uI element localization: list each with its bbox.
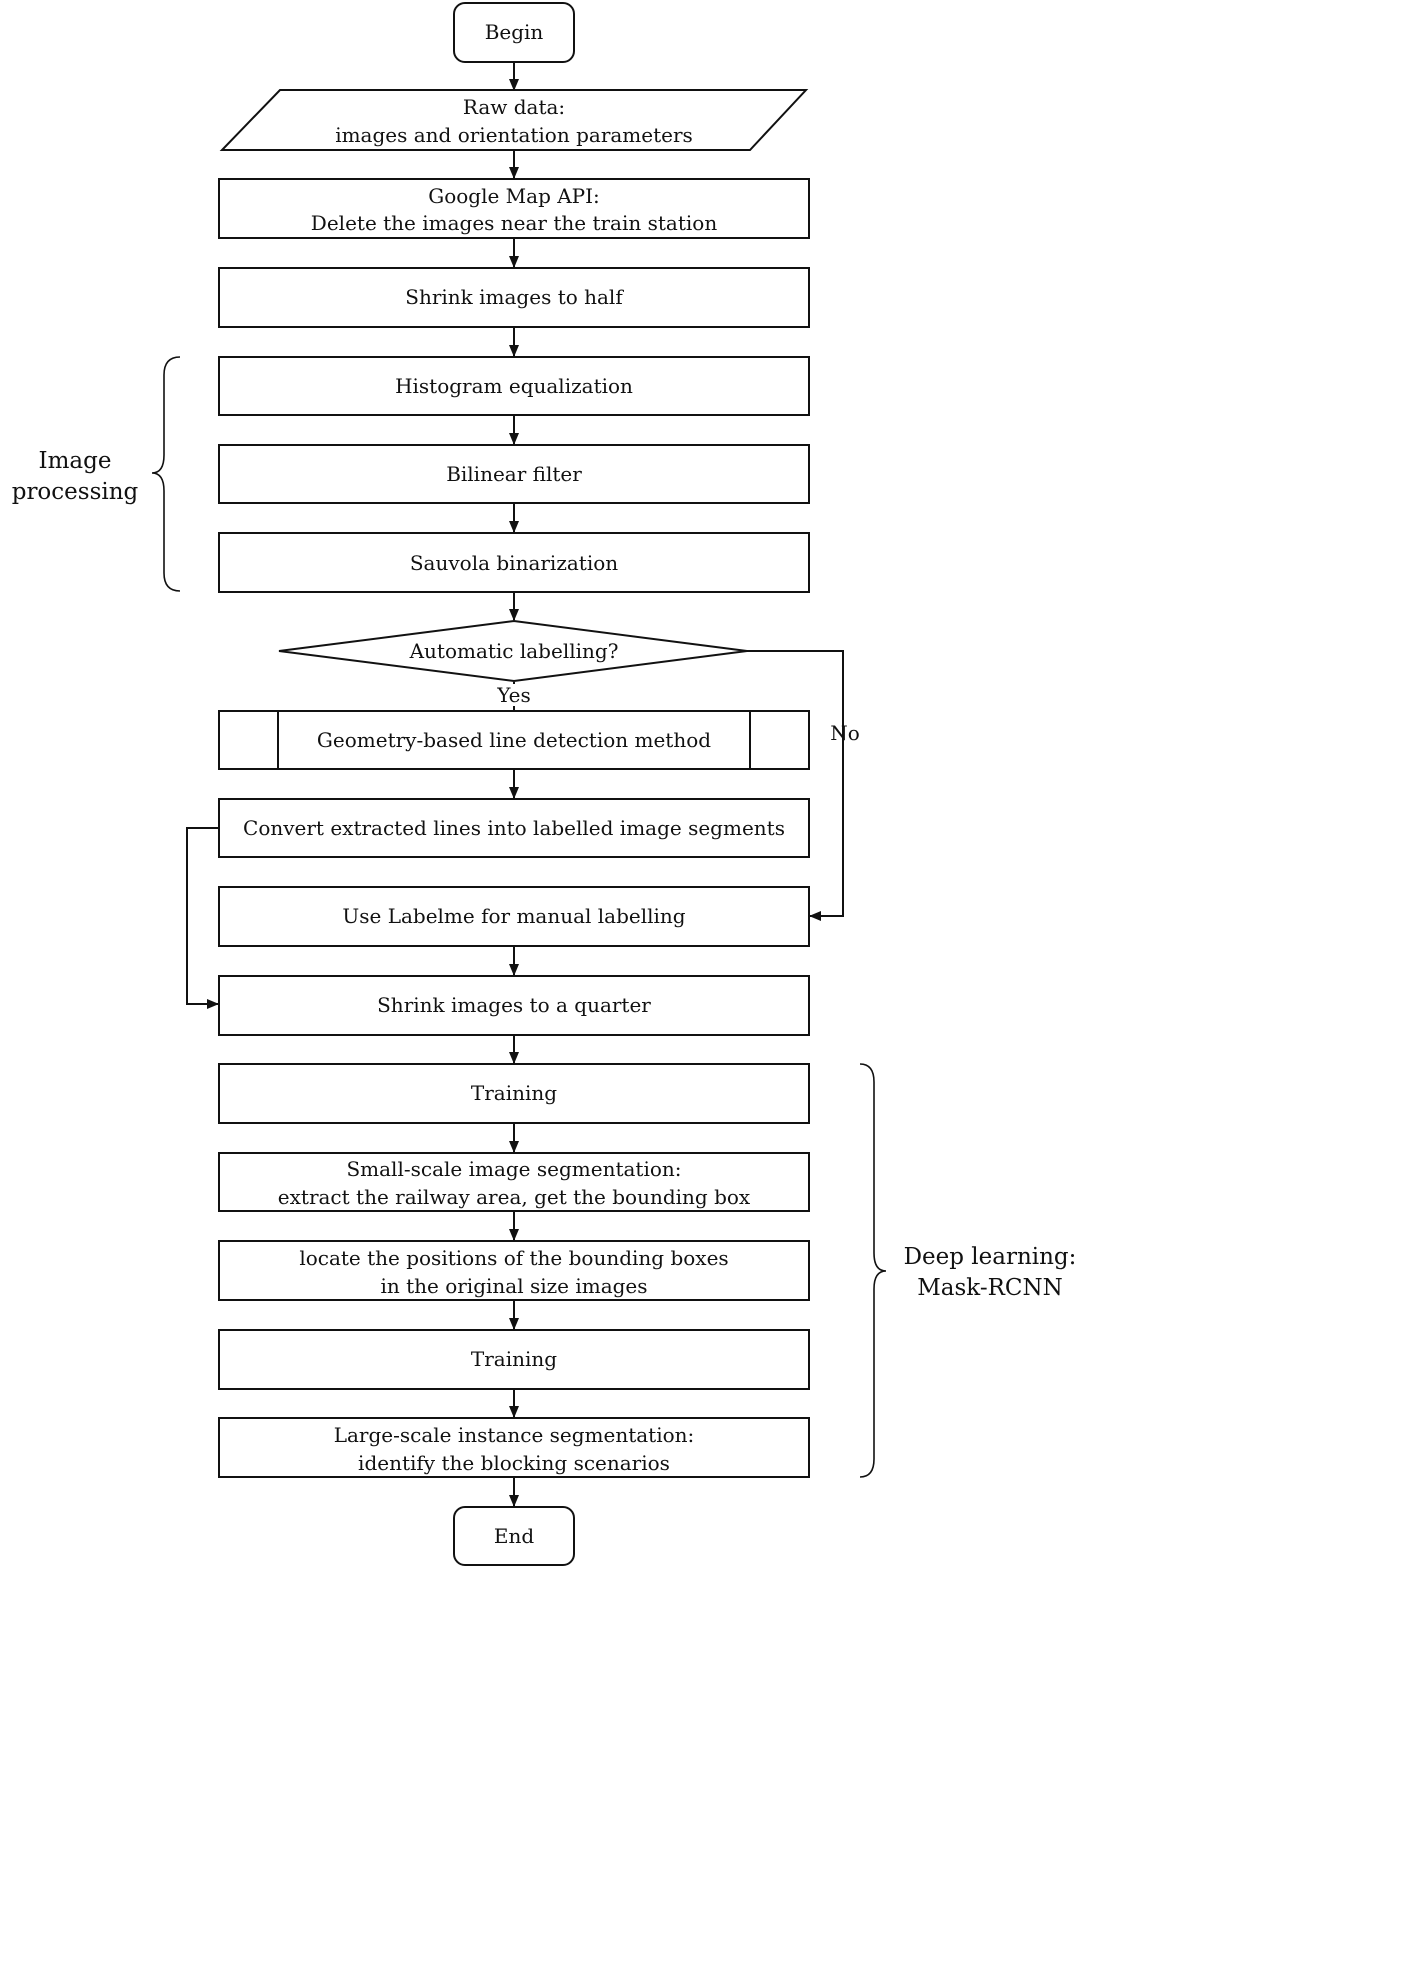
begin-label: Begin [485, 20, 544, 44]
sauvola-label: Sauvola binarization [410, 551, 618, 575]
locate-line-2: in the original size images [380, 1274, 647, 1298]
line-detection-label: Geometry-based line detection method [317, 728, 711, 752]
shrink-half-label: Shrink images to half [405, 285, 624, 309]
training-1-label: Training [471, 1081, 557, 1105]
google-map-node: Google Map API: Delete the images near t… [218, 178, 810, 239]
training-1-node: Training [218, 1063, 810, 1124]
histogram-label: Histogram equalization [395, 374, 633, 398]
decision-label: Automatic labelling? [409, 639, 619, 663]
edges [186, 62, 844, 1507]
small-scale-line-1: Small-scale image segmentation: [346, 1157, 681, 1181]
raw-data-node: Raw data: images and orientation paramet… [219, 89, 809, 151]
end-label: End [494, 1524, 534, 1548]
bilinear-node: Bilinear filter [218, 444, 810, 504]
yes-branch-label: Yes [496, 683, 531, 707]
line-detection-node: Geometry-based line detection method [218, 710, 810, 770]
flowchart: Begin Raw data: images and orientation p… [12, 2, 1077, 1566]
decision-node: Automatic labelling? [278, 619, 748, 683]
small-scale-node: Small-scale image segmentation: extract … [218, 1152, 810, 1212]
large-scale-line-1: Large-scale instance segmentation: [334, 1423, 695, 1447]
image-processing-label-2: processing [12, 479, 139, 505]
large-scale-node: Large-scale instance segmentation: ident… [218, 1417, 810, 1478]
training-2-label: Training [471, 1347, 557, 1371]
shrink-quarter-node: Shrink images to a quarter [218, 975, 810, 1036]
labelme-label: Use Labelme for manual labelling [342, 904, 685, 928]
image-processing-brace [151, 356, 181, 592]
sauvola-node: Sauvola binarization [218, 532, 810, 593]
google-map-line-1: Google Map API: [428, 184, 600, 208]
image-processing-label-1: Image [39, 448, 112, 474]
convert-lines-node: Convert extracted lines into labelled im… [218, 798, 810, 858]
locate-line-1: locate the positions of the bounding box… [299, 1246, 728, 1270]
labelme-node: Use Labelme for manual labelling [218, 886, 810, 947]
locate-node: locate the positions of the bounding box… [218, 1240, 810, 1301]
shrink-quarter-label: Shrink images to a quarter [377, 993, 651, 1017]
google-map-line-2: Delete the images near the train station [311, 211, 718, 235]
deep-learning-label-1: Deep learning: [904, 1244, 1077, 1270]
deep-learning-label-2: Mask-RCNN [917, 1275, 1063, 1301]
shrink-half-node: Shrink images to half [218, 267, 810, 328]
raw-data-line-2: images and orientation parameters [335, 123, 693, 147]
raw-data-line-1: Raw data: [463, 95, 565, 119]
large-scale-line-2: identify the blocking scenarios [358, 1451, 670, 1475]
small-scale-line-2: extract the railway area, get the boundi… [278, 1185, 751, 1209]
bilinear-label: Bilinear filter [446, 462, 582, 486]
edge-no-branch [747, 650, 844, 921]
deep-learning-brace [859, 1063, 887, 1478]
end-node: End [453, 1506, 575, 1566]
edge-convert-quarter-bypass [186, 827, 219, 1009]
histogram-node: Histogram equalization [218, 356, 810, 416]
no-branch-label: No [830, 721, 860, 745]
begin-node: Begin [453, 2, 575, 63]
training-2-node: Training [218, 1329, 810, 1390]
convert-lines-label: Convert extracted lines into labelled im… [243, 816, 785, 840]
